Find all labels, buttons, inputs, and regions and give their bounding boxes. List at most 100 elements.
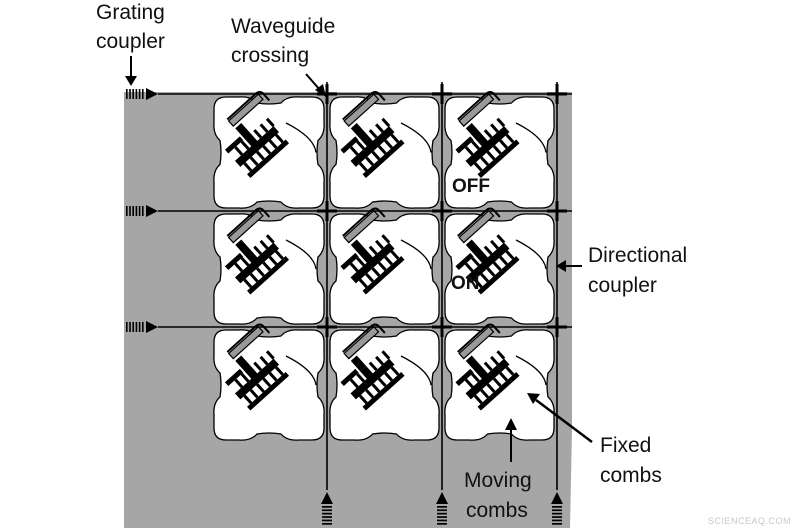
comb-finger (253, 129, 263, 139)
coupler-bar (227, 93, 264, 127)
comb-finger (490, 239, 499, 250)
fixed-comb-base (224, 252, 244, 270)
comb-finger (384, 139, 394, 149)
comb-finger (365, 156, 375, 166)
comb-finger (240, 256, 250, 267)
comb-finger (371, 267, 381, 277)
comb-shuttle (235, 126, 279, 167)
comb-finger (496, 350, 506, 360)
comb-finger (368, 245, 378, 256)
comb-finger (473, 278, 483, 289)
coupler-bar (343, 209, 380, 244)
comb-finger (262, 261, 272, 272)
fixed-comb-base (455, 368, 474, 386)
comb-finger (255, 267, 265, 277)
comb-finger (265, 234, 275, 244)
fixed-comb-base (340, 136, 359, 154)
comb-finger (464, 262, 474, 273)
comb-finger (349, 146, 359, 156)
comb-finger (262, 145, 272, 155)
comb-finger (368, 129, 378, 139)
comb-finger (253, 361, 263, 372)
comb-finger (246, 251, 256, 261)
comb-finger (249, 388, 259, 399)
drop-waveguide (515, 122, 547, 153)
comb-finger (384, 255, 394, 266)
comb-finger (499, 255, 509, 266)
comb-finger (362, 134, 372, 145)
drop-waveguide (285, 355, 317, 386)
comb-finger (375, 239, 384, 250)
comb-finger (268, 139, 278, 149)
comb-shuttle (465, 242, 510, 284)
comb-finger (480, 388, 490, 399)
fixed-comb-base (362, 372, 405, 411)
waveguide-crossing-arrowhead (315, 84, 326, 97)
comb-finger (253, 245, 263, 256)
comb-finger (486, 267, 496, 277)
comb-finger (375, 355, 384, 366)
comb-finger (246, 134, 256, 145)
waveguide-crossing (547, 201, 567, 221)
coupler-bar (458, 209, 495, 244)
comb-finger (259, 239, 269, 250)
coupler-bar (227, 209, 264, 244)
comb-finger (486, 150, 496, 161)
waveguide-crossing (432, 84, 452, 104)
grating-coupler-col-3 (551, 492, 563, 525)
comb-finger (268, 255, 278, 266)
comb-finger (471, 140, 480, 150)
fixed-comb-base (224, 368, 244, 386)
comb-finger (464, 378, 474, 389)
coupler-bar (458, 93, 495, 127)
comb-finger (483, 129, 493, 139)
comb-finger (492, 145, 502, 155)
comb-finger (349, 378, 359, 389)
comb-finger (371, 383, 381, 393)
comb-finger (477, 251, 487, 261)
fixed-combs-label-line1: Fixed (600, 434, 651, 457)
comb-finger (240, 140, 250, 150)
comb-finger (371, 150, 381, 161)
comb-finger (365, 388, 375, 399)
comb-shuttle (465, 126, 510, 167)
comb-finger (234, 146, 244, 156)
comb-finger (499, 371, 509, 382)
fixed-comb-base (362, 139, 405, 179)
comb-finger (477, 367, 487, 377)
directional-coupler-label-line2: coupler (588, 274, 657, 297)
comb-drive (340, 91, 405, 179)
comb-shuttle (465, 358, 510, 400)
comb-finger (483, 361, 493, 372)
grating-coupler-label-line2: coupler (96, 30, 165, 53)
comb-finger (390, 250, 400, 260)
waveguide-crossing-arrow (305, 73, 321, 91)
grating-coupler-row-2 (126, 205, 158, 217)
coupler-bar (458, 325, 495, 360)
comb-drive (224, 91, 290, 179)
comb-finger (477, 134, 487, 145)
fixed-comb-base (455, 252, 474, 270)
coupler-bar (227, 325, 264, 360)
off-state-label: OFF (452, 176, 490, 197)
comb-finger (390, 366, 400, 376)
fixed-combs-label-line2: combs (600, 464, 662, 487)
drop-waveguide (515, 355, 547, 386)
coupler-bar (343, 325, 380, 360)
comb-finger (259, 123, 269, 133)
comb-finger (356, 140, 365, 150)
waveguide-crossing (547, 84, 567, 104)
waveguide-crossing-label-line1: Waveguide (231, 15, 335, 38)
comb-finger (480, 272, 490, 283)
grating-couplers (126, 88, 563, 525)
comb-drive (455, 207, 520, 295)
comb-finger (505, 366, 515, 376)
waveguide-crossing-label-line2: crossing (231, 44, 309, 67)
grating-coupler-row-1 (126, 88, 158, 100)
waveguide-crossing (547, 317, 567, 337)
comb-finger (349, 262, 359, 273)
comb-finger (362, 251, 372, 261)
comb-finger (496, 234, 506, 244)
